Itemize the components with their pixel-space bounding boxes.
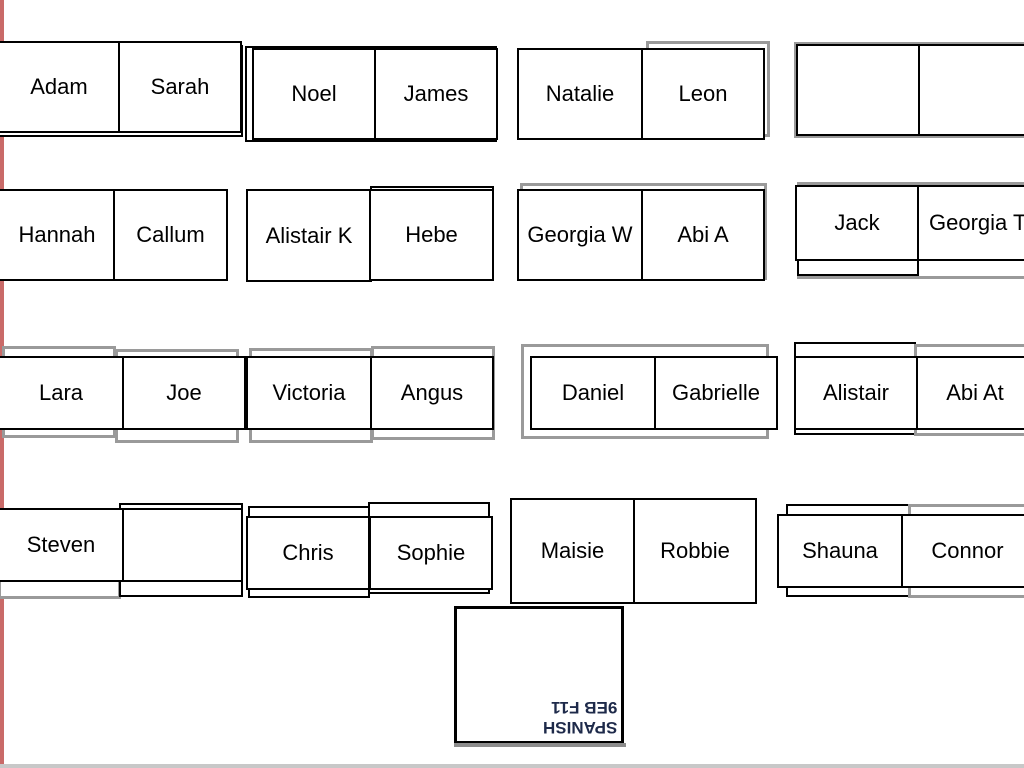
- desk-seat: [918, 44, 1024, 136]
- student-name: Georgia W: [527, 222, 633, 247]
- desk-seat: Jack: [795, 185, 919, 261]
- student-name: Jack: [834, 210, 880, 235]
- student-name: Hebe: [405, 222, 458, 247]
- desk-seat: Abi At: [916, 356, 1024, 430]
- desk-seat: Georgia T: [917, 185, 1024, 261]
- desk-seat: Connor: [901, 514, 1024, 588]
- student-name: Adam: [30, 74, 88, 99]
- teacher-desk: SPANISH 9EB F11: [454, 606, 626, 747]
- student-name: Robbie: [660, 538, 730, 563]
- desk-seat: Shauna: [777, 514, 903, 588]
- student-name: Daniel: [561, 380, 625, 405]
- desk-seat: Joe: [122, 356, 246, 430]
- desk-seat: Alistair K: [246, 189, 372, 282]
- desk-seat: Victoria: [246, 356, 372, 430]
- student-name: Lara: [38, 380, 84, 405]
- desk-seat: Maisie: [510, 498, 635, 604]
- student-name: Sarah: [150, 74, 210, 99]
- desk-seat: Adam: [0, 41, 120, 133]
- desk-seat: Natalie: [517, 48, 643, 140]
- student-name: Abi A: [677, 222, 729, 247]
- desk-seat: Georgia W: [517, 189, 643, 281]
- student-name: Callum: [136, 222, 205, 247]
- student-name: Leon: [678, 81, 728, 106]
- student-name: Hannah: [18, 222, 96, 247]
- desk-seat: Abi A: [641, 189, 765, 281]
- student-name: Sophie: [396, 540, 466, 565]
- student-name: James: [403, 81, 469, 106]
- desk-seat: Noel: [252, 48, 376, 140]
- bottom-edge-line: [0, 764, 1024, 768]
- student-name: Steven: [26, 532, 96, 557]
- student-name: Noel: [291, 81, 337, 106]
- desk-seat: Callum: [113, 189, 228, 281]
- student-name: Gabrielle: [671, 380, 761, 405]
- desk-seat: Angus: [370, 356, 494, 430]
- student-name: Connor: [931, 538, 1004, 563]
- desk-seat: Hannah: [0, 189, 116, 281]
- desk-seat: Sophie: [369, 516, 493, 590]
- desk-seat: Sarah: [118, 41, 242, 133]
- desk-seat: Chris: [246, 516, 370, 590]
- student-name: Abi At: [946, 380, 1004, 405]
- desk-shadow: [454, 743, 626, 747]
- desk-seat: Robbie: [633, 498, 757, 604]
- desk-seat: James: [374, 48, 498, 140]
- student-name: Joe: [166, 380, 202, 405]
- desk-seat: Steven: [0, 508, 124, 582]
- class-room-label: 9EB F11: [550, 698, 617, 717]
- student-name: Angus: [400, 380, 464, 405]
- student-name: Alistair K: [265, 222, 353, 248]
- desk-seat: [796, 44, 920, 136]
- student-name: Maisie: [540, 538, 605, 563]
- student-name: Natalie: [545, 81, 615, 106]
- desk-seat: Leon: [641, 48, 765, 140]
- desk-seat: Alistair: [794, 356, 918, 430]
- desk-seat: Lara: [0, 356, 124, 430]
- student-name: Chris: [282, 540, 334, 565]
- desk-seat: Gabrielle: [654, 356, 778, 430]
- student-name: Georgia T: [929, 210, 1024, 235]
- desk-seat: Hebe: [369, 189, 494, 281]
- subject-label: SPANISH: [542, 718, 617, 737]
- student-name: Shauna: [802, 538, 878, 563]
- desk-seat: [122, 508, 243, 582]
- desk-seat: Daniel: [530, 356, 656, 430]
- student-name: Alistair: [822, 380, 889, 405]
- student-name: Victoria: [272, 380, 346, 405]
- teacher-desk-label: SPANISH 9EB F11: [543, 697, 617, 737]
